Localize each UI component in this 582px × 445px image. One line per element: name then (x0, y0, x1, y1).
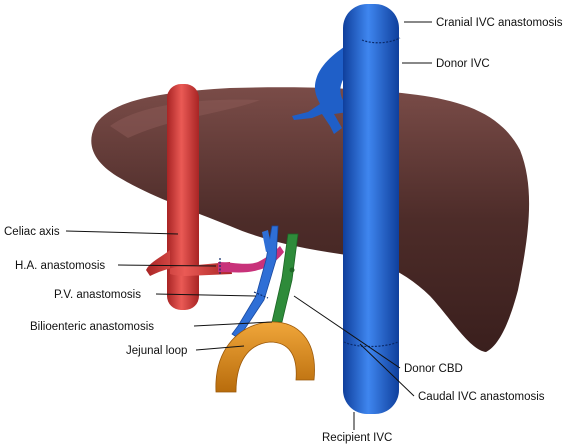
leader-jejunal (195, 345, 245, 351)
jejunal-loop (215, 321, 315, 393)
label-pv-anastomosis: P.V. anastomosis (54, 289, 141, 301)
pv-anastomosis-seam (253, 291, 269, 299)
label-ha-anastomosis: H.A. anastomosis (15, 260, 105, 272)
label-caudal-ivc-anastomosis: Caudal IVC anastomosis (418, 391, 545, 403)
celiac-branch (146, 250, 232, 276)
label-jejunal-loop: Jejunal loop (126, 345, 187, 357)
label-cranial-ivc-anastomosis: Cranial IVC anastomosis (436, 17, 563, 29)
leader-pv (155, 293, 257, 297)
leader-caudal (359, 343, 415, 397)
leader-ha (117, 264, 217, 267)
celiac-axis (167, 84, 199, 310)
label-recipient-ivc: Recipient IVC (322, 432, 392, 444)
leader-bilio (193, 321, 273, 327)
leader-cbd (293, 295, 401, 369)
portal-vein (231, 225, 279, 339)
cbd-suture-dot (289, 267, 295, 273)
leader-celiac (65, 230, 179, 235)
label-donor-cbd: Donor CBD (404, 363, 463, 375)
label-bilioenteric-anastomosis: Bilioenteric anastomosis (30, 321, 154, 333)
caudal-ivc-seam (343, 341, 399, 348)
label-donor-ivc: Donor IVC (436, 58, 490, 70)
donor-cbd (271, 233, 299, 323)
label-celiac-axis: Celiac axis (4, 226, 60, 238)
portal-vein-branch (262, 230, 272, 252)
recipient-ivc (343, 4, 399, 414)
cranial-ivc-seam (361, 37, 401, 44)
liver (91, 87, 530, 352)
